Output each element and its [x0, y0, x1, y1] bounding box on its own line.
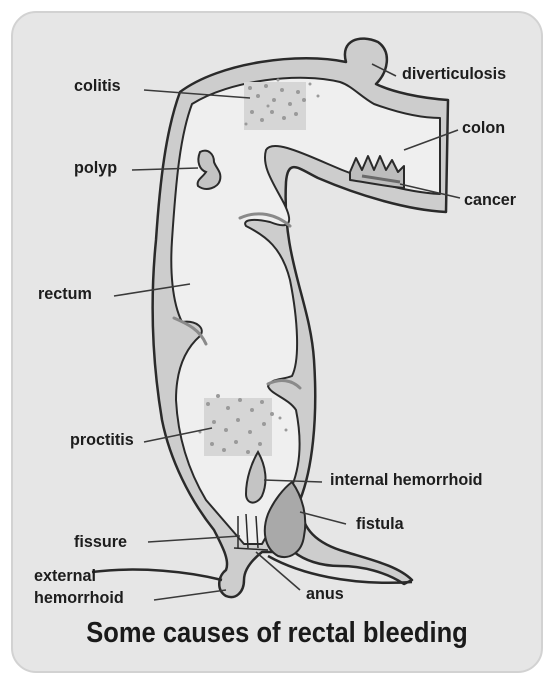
- label-colitis: colitis: [74, 76, 121, 96]
- label-external-hemorrhoid-line1: external: [34, 566, 96, 586]
- label-diverticulosis: diverticulosis: [402, 64, 506, 84]
- label-fissure: fissure: [74, 532, 127, 552]
- label-colon: colon: [462, 118, 505, 138]
- diagram-caption: Some causes of rectal bleeding: [33, 616, 521, 650]
- label-rectum: rectum: [38, 284, 92, 304]
- label-fistula: fistula: [356, 514, 404, 534]
- label-anus: anus: [306, 584, 344, 604]
- label-internal-hemorrhoid: internal hemorrhoid: [330, 470, 483, 490]
- label-external-hemorrhoid-line2: hemorrhoid: [34, 588, 124, 608]
- label-proctitis: proctitis: [70, 430, 134, 450]
- label-polyp: polyp: [74, 158, 117, 178]
- label-cancer: cancer: [464, 190, 516, 210]
